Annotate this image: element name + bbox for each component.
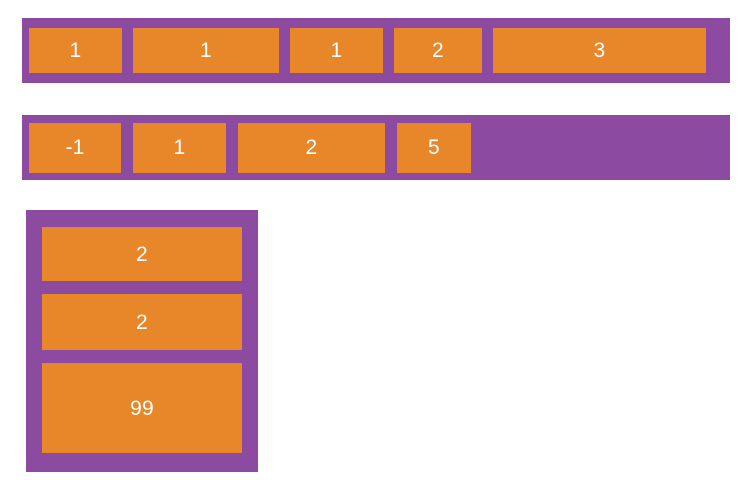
flex-item: 1	[133, 28, 279, 73]
flex-item: 1	[29, 28, 122, 73]
flex-column-container-bottom: 2 2 99	[26, 210, 258, 472]
flex-item: 2	[394, 28, 482, 73]
flex-item: -1	[29, 122, 121, 173]
flex-row-container-middle: -1 1 2 5	[22, 115, 730, 180]
flex-item: 99	[42, 363, 242, 453]
flex-item: 1	[290, 28, 383, 73]
flex-item: 2	[42, 294, 242, 350]
flex-item: 2	[42, 227, 242, 281]
flex-item: 2	[238, 122, 385, 173]
flex-item: 1	[133, 122, 226, 173]
flex-row-container-top: 1 1 1 2 3	[22, 18, 730, 83]
flex-item: 3	[493, 28, 706, 73]
flex-item: 5	[397, 122, 471, 173]
